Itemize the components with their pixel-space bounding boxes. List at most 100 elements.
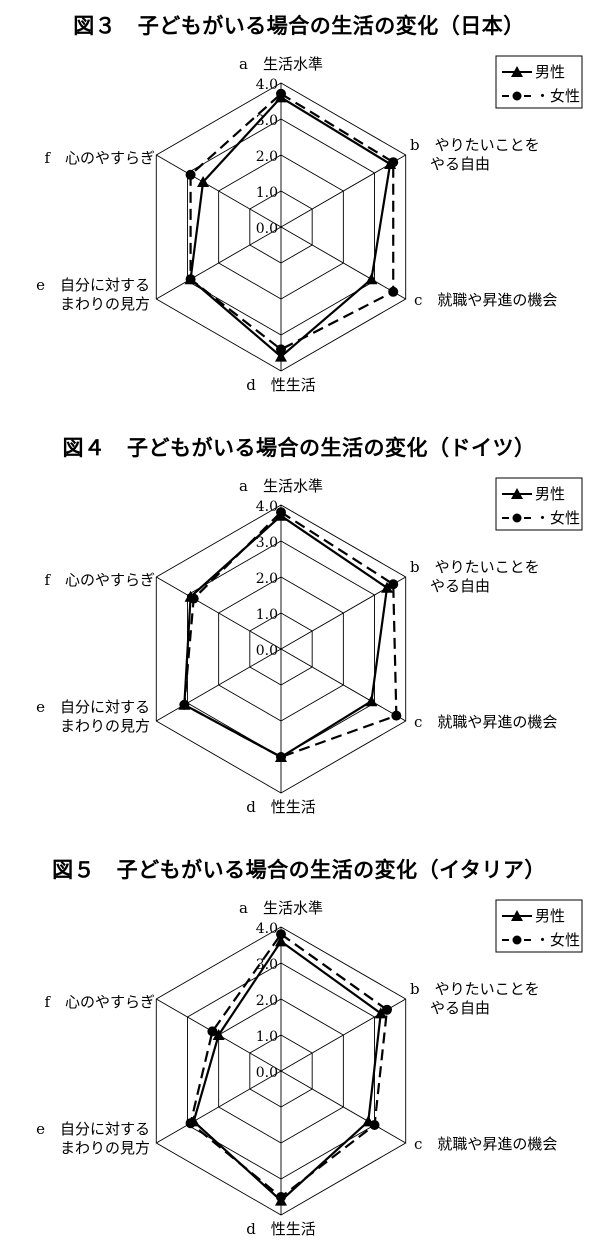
legend-marker-triangle <box>511 910 523 921</box>
radar-chart: 0.0 1.0 2.0 3.0 4.0 a 生活水準 b やりたいことをやる自由 c 就職や昇… <box>36 477 583 816</box>
legend-marker-circle <box>512 91 522 101</box>
legend-marker-triangle <box>511 66 523 77</box>
data-point-circle <box>388 286 399 297</box>
axis-label-line: c 就職や昇進の機会 <box>414 1135 557 1153</box>
axis-spoke <box>156 648 282 722</box>
tick-label: 2.0 <box>256 149 278 165</box>
chart-title: 図４ 子どもがいる場合の生活の変化（ドイツ） <box>62 436 536 460</box>
data-point-circle <box>388 579 399 590</box>
axis-label: c 就職や昇進の機会 <box>414 713 557 731</box>
series-line <box>189 95 392 359</box>
axis-label: b やりたいことをやる自由 <box>410 980 540 1017</box>
legend: 男性・女性 <box>495 55 583 109</box>
legend: 男性・女性 <box>495 477 583 531</box>
axis-spoke <box>156 1070 282 1144</box>
axis-label-line: f 心のやすらぎ <box>44 993 155 1011</box>
tick-label: 1.0 <box>256 607 278 623</box>
axis-label: b やりたいことをやる自由 <box>410 558 540 595</box>
data-point-circle <box>188 593 199 604</box>
tick-label: 2.0 <box>256 571 278 587</box>
axis-label: e 自分に対するまわりの見方 <box>36 698 150 735</box>
data-point-triangle <box>381 581 394 593</box>
tick-label: 0.0 <box>256 643 278 659</box>
data-point-circle <box>276 752 286 762</box>
axis-label-line: f 心のやすらぎ <box>44 149 155 167</box>
data-point-triangle <box>197 176 210 187</box>
tick-label: 3.0 <box>256 113 278 129</box>
legend-box <box>495 477 583 531</box>
radar-chart: 0.0 1.0 2.0 3.0 4.0 a 生活水準 b やりたいことをやる自由 c 就職や昇… <box>36 55 583 394</box>
tick-label: 0.0 <box>256 221 278 237</box>
axis-label-line: a 生活水準 <box>239 55 323 73</box>
data-point-circle <box>185 1118 196 1129</box>
axis-label-line: c 就職や昇進の機会 <box>414 291 557 309</box>
data-point-triangle <box>212 1029 225 1040</box>
data-point-triangle <box>275 935 287 947</box>
tick-label: 4.0 <box>256 77 278 93</box>
tick-label: 2.0 <box>256 993 278 1009</box>
axis-spoke <box>156 226 282 300</box>
axis-label-line: b やりたいことを <box>410 980 540 998</box>
data-point-circle <box>276 929 286 940</box>
axis-label-line: e 自分に対する <box>36 1120 150 1138</box>
axis-label: d 性生活 <box>246 798 316 816</box>
data-point-circle <box>185 274 196 285</box>
axis-spoke <box>280 1070 406 1144</box>
axis-label: a 生活水準 <box>239 55 323 73</box>
data-point-circle <box>185 169 196 180</box>
data-point-circle <box>207 1026 218 1037</box>
legend-box <box>495 55 583 109</box>
tick-label: 3.0 <box>256 535 278 551</box>
tick-label: 1.0 <box>256 1029 278 1045</box>
data-point-circle <box>382 1004 393 1015</box>
axis-label-line: やる自由 <box>430 155 490 173</box>
axis-label: d 性生活 <box>246 1220 316 1238</box>
tick-label: 4.0 <box>256 499 278 515</box>
data-point-circle <box>179 699 190 710</box>
data-point-triangle <box>365 273 378 285</box>
axis-spoke <box>280 226 406 300</box>
axis-spoke <box>156 576 282 650</box>
radar-figure-2: 図４ 子どもがいる場合の生活の変化（ドイツ） 0.0 1.0 2.0 3.0 4.0 a … <box>0 422 598 837</box>
data-point-circle <box>276 507 286 518</box>
tick-label: 4.0 <box>256 921 278 937</box>
data-point-circle <box>369 1120 380 1130</box>
series-line <box>183 510 398 759</box>
axis-label-line: c 就職や昇進の機会 <box>414 713 557 731</box>
axis-label-line: b やりたいことを <box>410 136 540 154</box>
tick-label: 1.0 <box>256 185 278 201</box>
axis-spoke <box>156 154 282 228</box>
series-line <box>189 932 389 1199</box>
data-point-circle <box>391 710 402 721</box>
series-line <box>192 939 382 1203</box>
legend-label: 男性 <box>535 907 565 925</box>
legend-label: ・女性 <box>535 509 580 527</box>
data-point-circle <box>276 88 286 99</box>
chart-title: 図３ 子どもがいる場合の生活の変化（日本） <box>73 14 525 38</box>
data-point-circle <box>276 1192 286 1202</box>
data-point-triangle <box>365 695 378 707</box>
radar-figure-1: 図３ 子どもがいる場合の生活の変化（日本） 0.0 1.0 2.0 3.0 4.0 a 生… <box>0 0 598 415</box>
axis-label: f 心のやすらぎ <box>44 993 155 1011</box>
legend-marker-circle <box>512 935 522 945</box>
axis-label-line: a 生活水準 <box>239 899 323 917</box>
legend-marker-circle <box>512 513 522 523</box>
legend-marker-triangle <box>511 488 523 499</box>
legend-label: ・女性 <box>535 87 580 105</box>
axis-label: f 心のやすらぎ <box>44 571 155 589</box>
axis-label-line: d 性生活 <box>246 376 316 394</box>
axis-label: e 自分に対するまわりの見方 <box>36 1120 150 1157</box>
axis-spoke <box>280 154 406 228</box>
legend-label: ・女性 <box>535 931 580 949</box>
axis-label-line: やる自由 <box>430 999 490 1017</box>
axis-label: b やりたいことをやる自由 <box>410 136 540 173</box>
legend-label: 男性 <box>535 485 565 503</box>
series-line <box>189 92 395 351</box>
axis-label-line: d 性生活 <box>246 1220 316 1238</box>
axis-label-line: まわりの見方 <box>60 717 150 735</box>
axis-label: a 生活水準 <box>239 477 323 495</box>
axis-label-line: d 性生活 <box>246 798 316 816</box>
legend-label: 男性 <box>535 63 565 81</box>
